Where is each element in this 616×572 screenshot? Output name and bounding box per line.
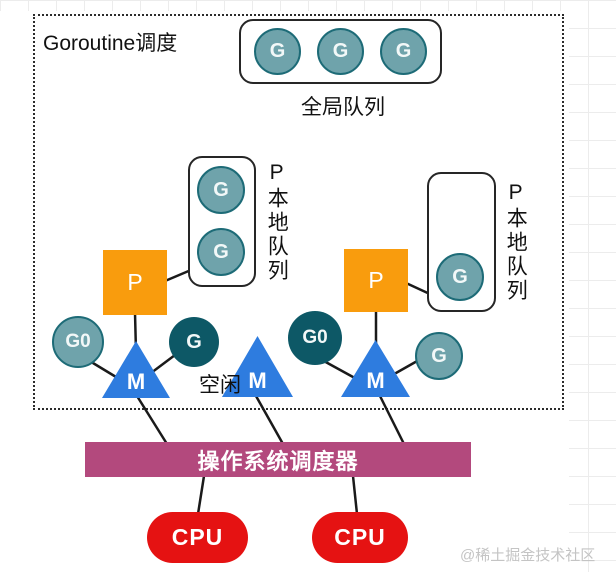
cpu-node-1: CPU xyxy=(147,512,248,563)
scheduler-boundary-box xyxy=(33,14,564,410)
goroutine-circle-global-3: G xyxy=(380,28,427,75)
goroutine-circle-leftqueue-2: G xyxy=(197,228,245,276)
idle-status-label: 空闲 xyxy=(199,374,241,397)
local-queue-label-left: P本地队列 xyxy=(265,161,289,283)
goroutine-circle-rightqueue-1: G xyxy=(436,253,484,301)
goroutine-circle-leftqueue-1: G xyxy=(197,166,245,214)
os-scheduler-bar: 操作系统调度器 xyxy=(85,442,471,477)
goroutine-circle-global-2: G xyxy=(317,28,364,75)
watermark: @稀土掘金技术社区 xyxy=(460,547,596,564)
machine-label-left: M xyxy=(126,369,146,394)
diagram-title: Goroutine调度 xyxy=(43,32,178,55)
g0-circle-right: G0 xyxy=(288,311,342,365)
machine-label-middle: M xyxy=(248,368,267,393)
machine-label-right: M xyxy=(366,368,385,393)
processor-square-right: P xyxy=(344,249,408,312)
connector-mmiddle-to-osbar xyxy=(254,394,285,446)
connector-mright-to-osbar xyxy=(378,394,406,446)
g0-circle-left: G0 xyxy=(52,316,104,368)
running-g-circle-right: G xyxy=(415,332,463,380)
cpu-node-2: CPU xyxy=(312,512,408,563)
connector-mleft-to-osbar xyxy=(135,394,169,446)
connector-osbar-to-cpu2 xyxy=(351,474,359,516)
goroutine-circle-global-1: G xyxy=(254,28,301,75)
global-queue-label: 全局队列 xyxy=(301,96,385,119)
running-g-circle-left: G xyxy=(169,317,219,367)
connector-pleft-to-leftqueue xyxy=(163,268,193,283)
connector-g0right-to-mright xyxy=(320,358,355,379)
connector-osbar-to-cpu1 xyxy=(196,474,206,516)
processor-square-left: P xyxy=(103,250,167,315)
connector-mleft-to-gdark xyxy=(149,353,177,375)
local-queue-label-right: P本地队列 xyxy=(504,181,528,303)
